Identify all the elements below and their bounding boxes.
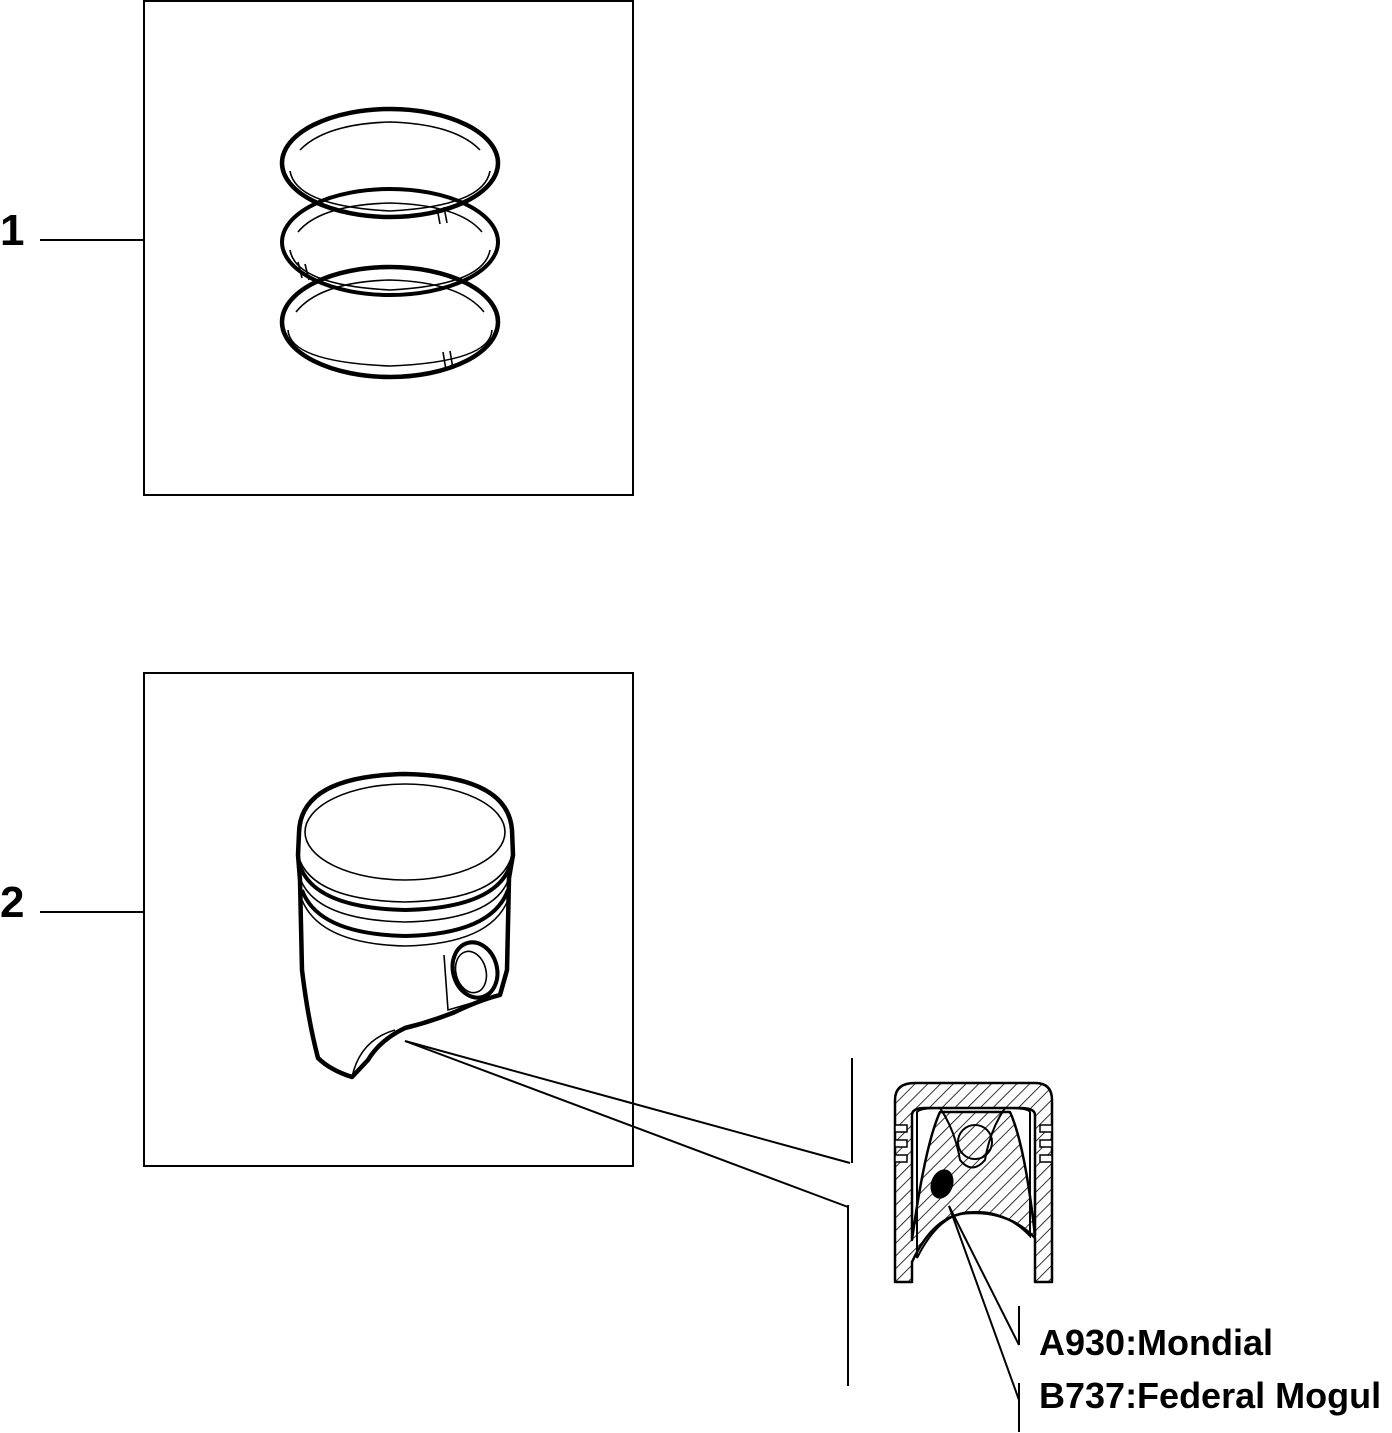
supplier-leader-lines [948, 1205, 1020, 1432]
second-compression-ring [280, 187, 500, 297]
piston-illustration [295, 771, 516, 1080]
oil-ring [279, 264, 501, 380]
callout-number-2: 2 [0, 878, 24, 927]
right-ring-grooves [1039, 1124, 1053, 1163]
detail-leader-lines [404, 1040, 853, 1386]
supplier-mark [930, 1169, 954, 1199]
supplier-label-b737: B737:Federal Mogul [1039, 1375, 1381, 1416]
piston-rings-frame[interactable] [143, 0, 634, 496]
callout-1[interactable]: 1 [0, 206, 144, 255]
piston-rings-illustration [279, 106, 501, 380]
callout-number-1: 1 [0, 206, 24, 255]
callout-2[interactable]: 2 [0, 878, 144, 927]
piston-cross-section [893, 1081, 1054, 1284]
top-compression-ring [279, 106, 501, 225]
piston-frame[interactable] [143, 672, 634, 1167]
left-ring-grooves [894, 1124, 908, 1163]
supplier-label-a930: A930:Mondial [1039, 1322, 1273, 1363]
